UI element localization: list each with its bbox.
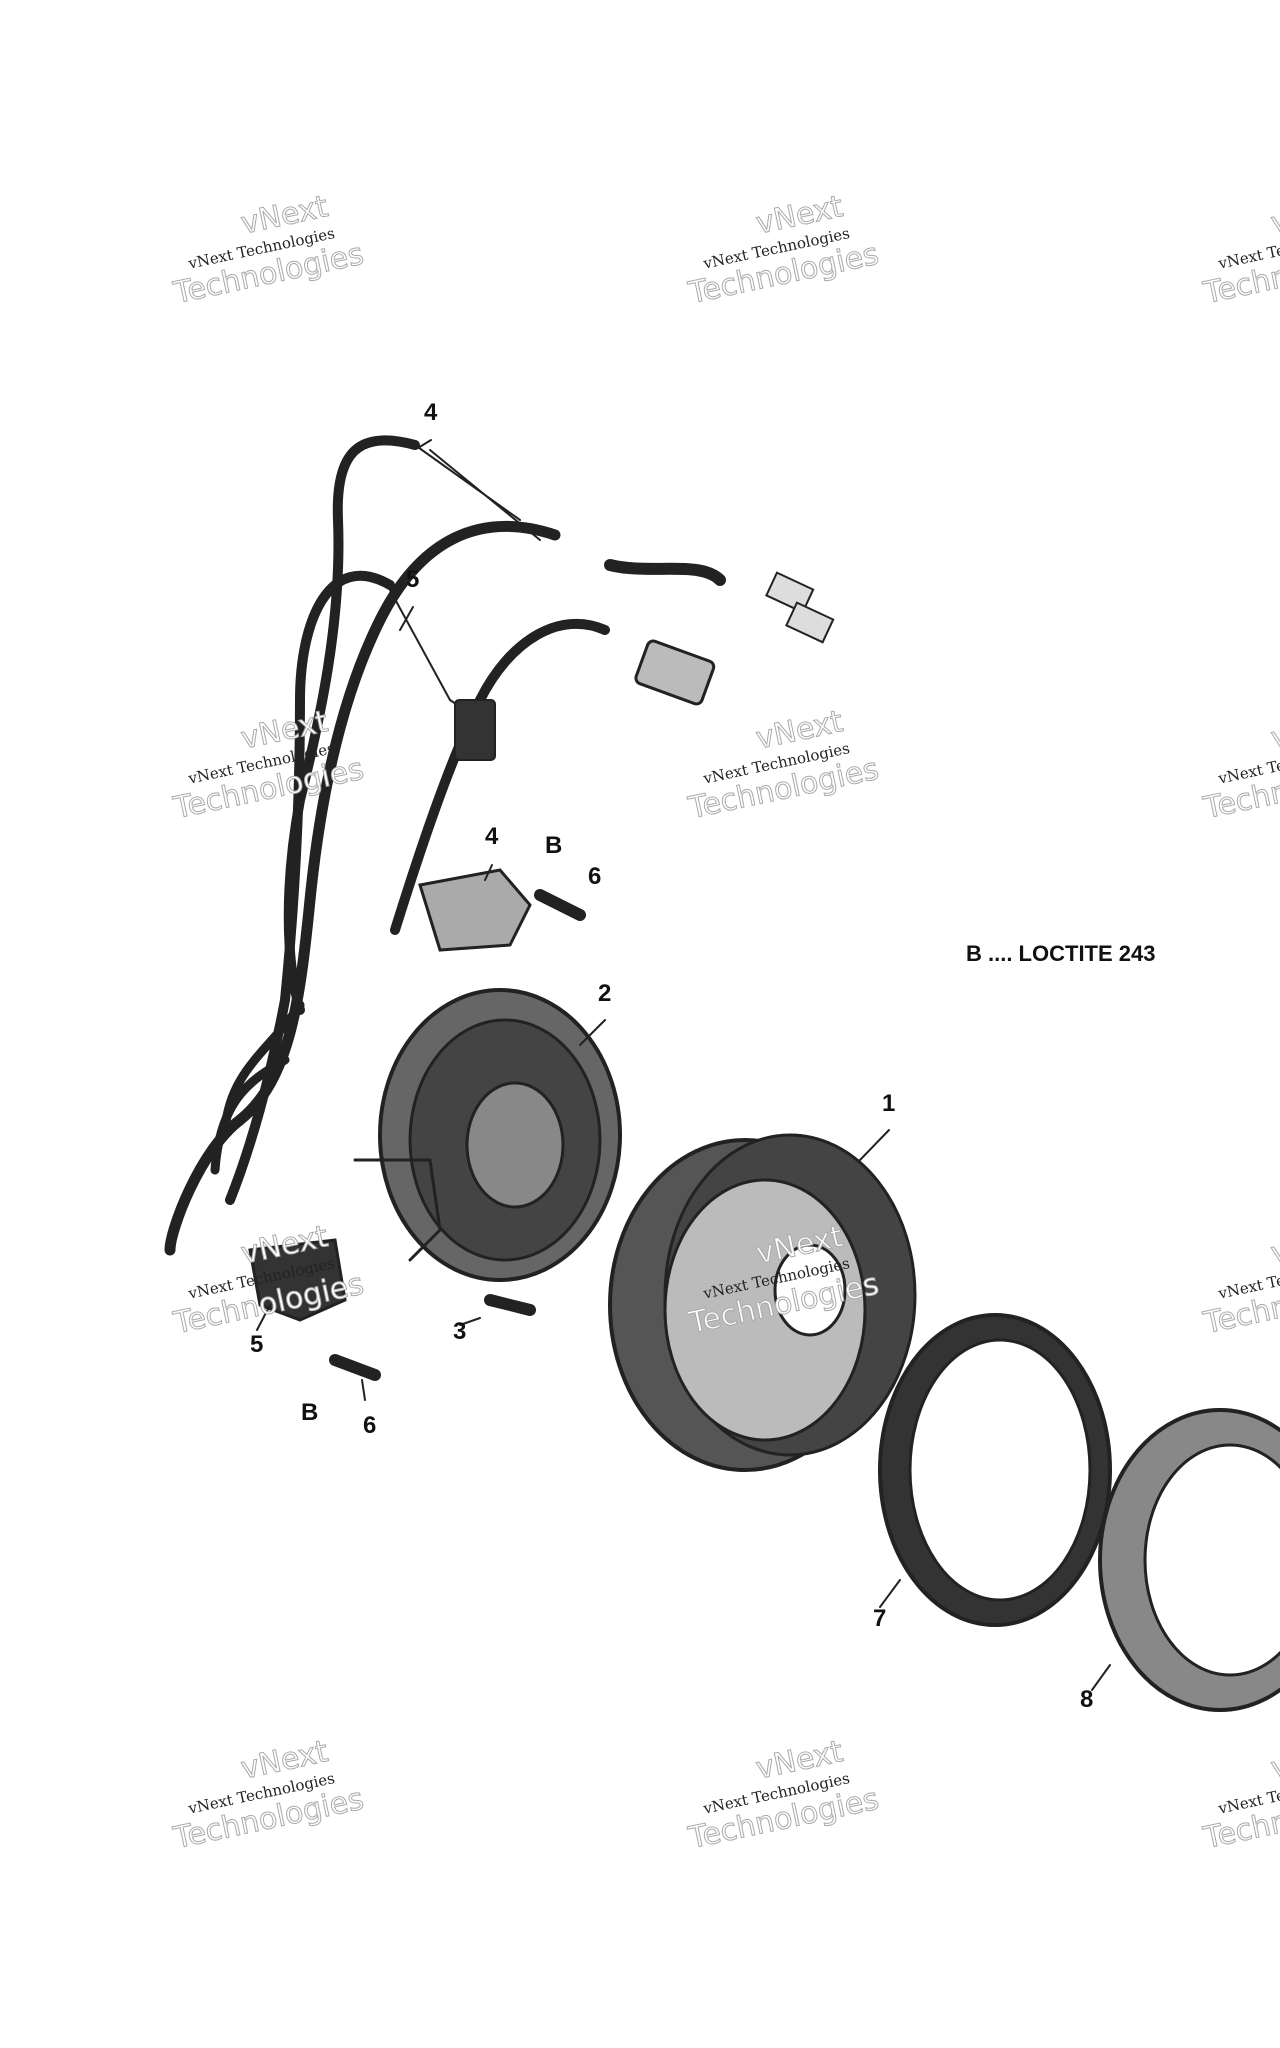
callout-b-lower: B [301, 1399, 319, 1426]
callout-b-upper: B [545, 832, 563, 859]
sensor-upper [418, 868, 532, 952]
callout-5-sensor: 5 [250, 1331, 264, 1358]
callout-6-upper: 6 [588, 863, 602, 890]
bolt-6-lower [329, 1354, 381, 1381]
callout-5-wire: 5 [406, 566, 420, 593]
callout-1-flywheel: 1 [882, 1090, 896, 1117]
callout-7-ring: 7 [873, 1605, 887, 1632]
callout-4-sensor: 4 [485, 823, 499, 850]
callout-4-wire: 4 [424, 399, 438, 426]
callout-3-bolt: 3 [453, 1318, 467, 1345]
sensor-lower [248, 1238, 347, 1322]
callout-6-lower: 6 [363, 1412, 377, 1439]
bolt-6-upper [534, 889, 586, 921]
connector [634, 639, 716, 706]
callout-8-part: 8 [1080, 1686, 1094, 1713]
callout-2-stator: 2 [598, 980, 612, 1007]
bolt-3 [484, 1294, 536, 1316]
loctite-legend: B .... LOCTITE 243 [966, 941, 1156, 966]
